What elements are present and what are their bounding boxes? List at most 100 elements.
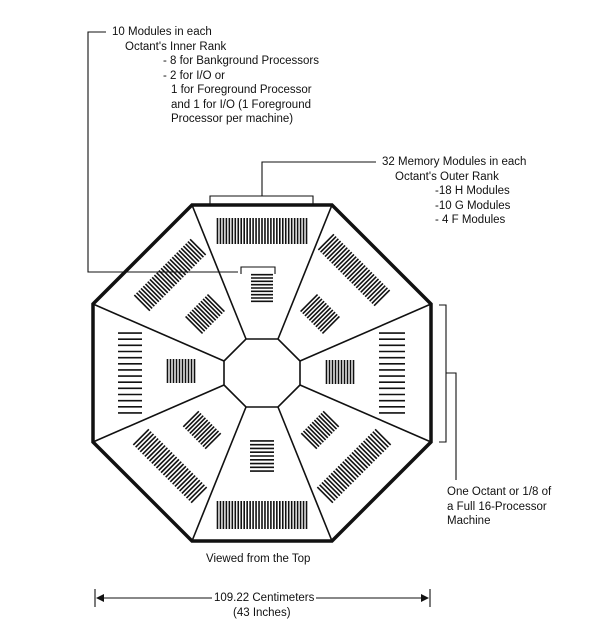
- module-stripe: [366, 282, 384, 300]
- module-stripe: [187, 415, 204, 432]
- module-stripe: [340, 256, 357, 273]
- module-stripe: [151, 447, 168, 464]
- inner-rank-note: 10 Modules in each Octant's Inner Rank -…: [112, 25, 319, 127]
- inner-rank-leader: [87, 31, 276, 274]
- module-stripe: [321, 481, 339, 499]
- module-stripe: [362, 440, 380, 458]
- module-stripe: [320, 236, 337, 253]
- module-stripe: [191, 309, 210, 328]
- module-stripe: [136, 292, 153, 309]
- module-stripe: [176, 252, 193, 269]
- module-stripe: [171, 256, 189, 274]
- note-line: 32 Memory Modules in each: [382, 156, 527, 168]
- module-stripe: [306, 300, 325, 319]
- module-stripe: [346, 456, 364, 474]
- module-stripe: [144, 283, 162, 301]
- module-stripe: [349, 454, 366, 471]
- octant-dividers: [92, 204, 432, 542]
- module-stripe: [165, 461, 182, 478]
- module-stripe: [151, 276, 169, 294]
- divider-line: [299, 384, 432, 443]
- module-stripe: [307, 426, 324, 443]
- module-stripe: [310, 304, 330, 324]
- module-stripe: [137, 433, 155, 451]
- module-stripe: [204, 296, 223, 315]
- module-stripe: [357, 273, 375, 291]
- module-stripe: [135, 431, 152, 448]
- inner-rank-module-block: [185, 294, 225, 334]
- module-stripe: [172, 468, 189, 485]
- module-stripe: [169, 465, 187, 483]
- module-stripe: [322, 410, 340, 428]
- module-stripe: [326, 242, 344, 260]
- module-stripe: [322, 238, 339, 255]
- module-stripe: [369, 433, 387, 451]
- module-stripe: [147, 281, 164, 298]
- module-stripe: [176, 472, 194, 490]
- divider-line: [299, 303, 432, 362]
- module-stripe: [206, 294, 225, 313]
- dimension-alt: (43 Inches): [233, 607, 291, 619]
- outer-rank-module-block: [118, 332, 142, 414]
- module-stripe: [316, 417, 333, 434]
- module-stripe: [144, 440, 162, 458]
- module-stripe: [167, 463, 185, 481]
- note-line: -18 H Modules: [435, 185, 510, 197]
- module-stripe: [158, 454, 175, 471]
- module-stripe: [356, 447, 373, 464]
- module-stripe: [355, 271, 373, 289]
- module-stripe: [158, 270, 175, 287]
- module-stripe: [360, 442, 378, 460]
- module-stripe: [369, 285, 386, 302]
- module-stripe: [193, 307, 212, 326]
- note-line: 10 Modules in each: [112, 26, 212, 38]
- module-stripe: [351, 451, 369, 469]
- module-stripe: [182, 410, 200, 428]
- module-stripe: [335, 468, 352, 485]
- module-groups: [118, 218, 405, 529]
- module-stripe: [362, 278, 380, 296]
- module-stripe: [187, 313, 206, 332]
- inner-rank-module-block: [300, 410, 340, 450]
- module-stripe: [311, 421, 329, 439]
- module-stripe: [344, 458, 362, 476]
- module-stripe: [308, 302, 327, 321]
- module-stripe: [319, 484, 336, 501]
- module-stripe: [313, 419, 331, 437]
- module-stripe: [373, 289, 391, 307]
- module-stripe: [153, 449, 171, 467]
- note-line: a Full 16-Processor: [447, 500, 547, 513]
- module-stripe: [133, 294, 151, 312]
- module-stripe: [185, 243, 202, 260]
- module-stripe: [300, 432, 318, 450]
- dimension-value: 109.22 Centimeters: [214, 592, 315, 604]
- module-stripe: [317, 311, 336, 330]
- module-stripe: [132, 428, 150, 446]
- module-stripe: [180, 247, 198, 265]
- module-stripe: [146, 442, 164, 460]
- module-stripe: [302, 296, 321, 315]
- module-stripe: [148, 444, 166, 462]
- note-line: 1 for Foreground Processor: [171, 84, 312, 96]
- note-line: One Octant or 1/8 of: [447, 486, 552, 498]
- module-stripe: [189, 311, 208, 330]
- module-stripe: [189, 238, 207, 256]
- module-stripe: [190, 486, 208, 504]
- module-stripe: [319, 313, 338, 332]
- divider-line: [277, 204, 333, 340]
- module-stripe: [202, 430, 220, 448]
- module-stripe: [184, 412, 202, 430]
- module-stripe: [344, 260, 362, 278]
- divider-line: [277, 406, 333, 542]
- module-stripe: [365, 438, 382, 455]
- outer-rank-note: 32 Memory Modules in each Octant's Outer…: [382, 155, 526, 228]
- module-stripe: [331, 247, 348, 264]
- inner-rank-module-block: [250, 440, 274, 472]
- octagon-outer: [91, 203, 433, 543]
- note-line: - 4 F Modules: [435, 214, 506, 226]
- module-stripe: [372, 431, 389, 448]
- note-line: and 1 for I/O (1 Foreground: [171, 98, 311, 111]
- module-stripe: [198, 302, 217, 321]
- module-stripe: [335, 251, 353, 269]
- module-stripe: [316, 486, 334, 504]
